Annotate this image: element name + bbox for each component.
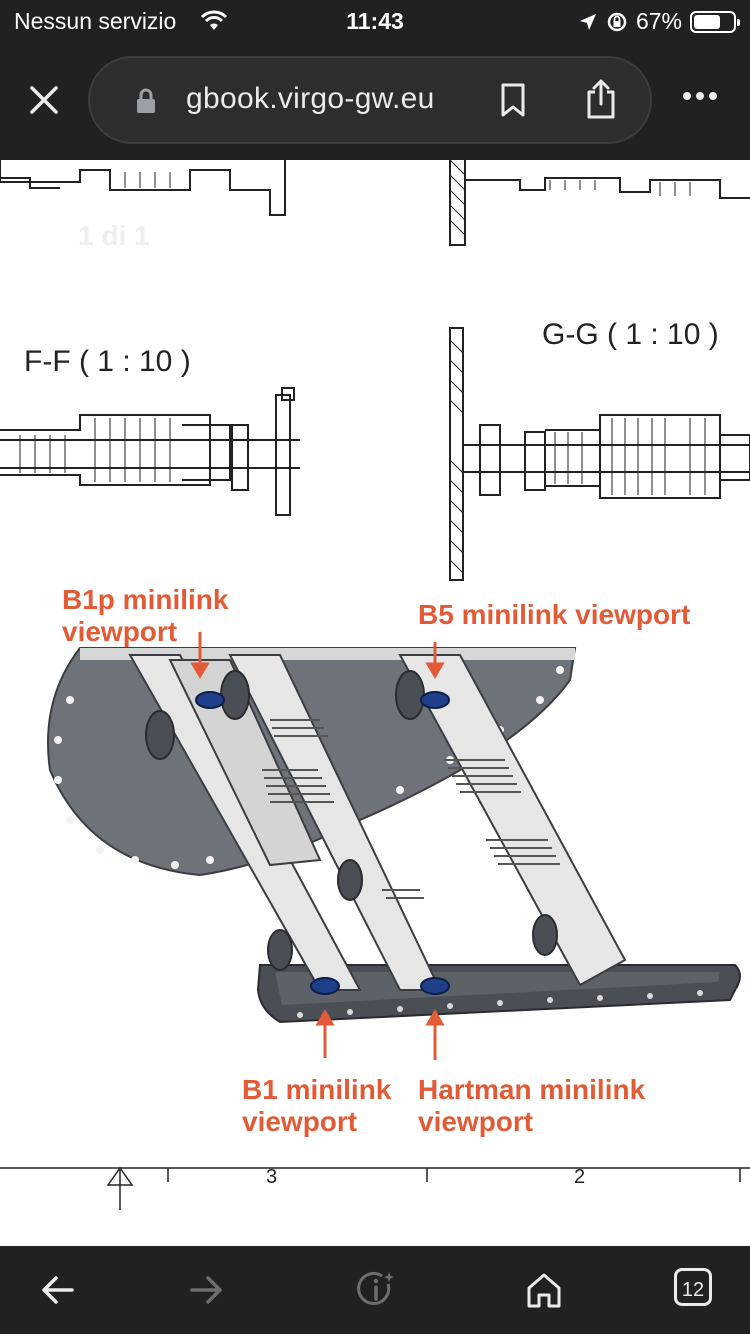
hartman-label: Hartman minilink viewport xyxy=(418,1074,645,1138)
bookmark-icon[interactable] xyxy=(500,82,526,118)
page-info-icon[interactable] xyxy=(354,1268,398,1312)
lock-icon xyxy=(137,88,155,113)
ruler-number-3: 3 xyxy=(266,1166,278,1188)
b1p-label-line1: B1p minilink xyxy=(62,584,229,615)
more-options-icon[interactable] xyxy=(682,90,718,102)
section-ff-label: F-F ( 1 : 10 ) xyxy=(24,345,191,378)
url-text: gbook.virgo-gw.eu xyxy=(186,82,435,115)
home-icon[interactable] xyxy=(522,1268,566,1312)
browser-toolbar: gbook.virgo-gw.eu xyxy=(0,44,750,160)
share-icon[interactable] xyxy=(584,78,618,120)
tabs-button[interactable]: 12 xyxy=(674,1268,718,1312)
b5-label: B5 minilink viewport xyxy=(418,599,691,630)
carrier-label: Nessun servizio xyxy=(14,8,177,34)
b1-label-line1: B1 minilink xyxy=(242,1074,392,1105)
technical-drawing xyxy=(0,160,750,1210)
status-bar: Nessun servizio 11:43 67% xyxy=(0,0,750,44)
tabs-count: 12 xyxy=(674,1268,712,1306)
wifi-icon xyxy=(200,10,228,30)
close-icon[interactable] xyxy=(26,82,62,118)
b1p-label: B1p minilink viewport xyxy=(62,584,228,648)
battery-percent: 67% xyxy=(635,8,682,34)
back-arrow-icon[interactable] xyxy=(36,1268,80,1312)
section-gg-label: G-G ( 1 : 10 ) xyxy=(542,318,719,351)
rotation-lock-icon xyxy=(607,12,627,31)
b1p-label-line2: viewport xyxy=(62,616,178,647)
address-bar[interactable]: gbook.virgo-gw.eu xyxy=(88,56,652,144)
page-count-overlay: 1 di 1 xyxy=(78,220,150,251)
b1-label: B1 minilink viewport xyxy=(242,1074,391,1138)
battery-fill xyxy=(694,14,720,29)
b1-label-line2: viewport xyxy=(242,1106,358,1137)
hartman-label-line2: viewport xyxy=(418,1106,534,1137)
location-arrow-icon xyxy=(579,13,596,30)
clock: 11:43 xyxy=(346,8,404,34)
battery-icon xyxy=(690,10,740,33)
ruler-number-2: 2 xyxy=(574,1166,586,1188)
bottom-toolbar: 12 xyxy=(0,1246,750,1334)
forward-arrow-icon[interactable] xyxy=(184,1268,228,1312)
page-content[interactable]: 1 di 1 xyxy=(0,160,750,1246)
hartman-label-line1: Hartman minilink xyxy=(418,1074,646,1105)
